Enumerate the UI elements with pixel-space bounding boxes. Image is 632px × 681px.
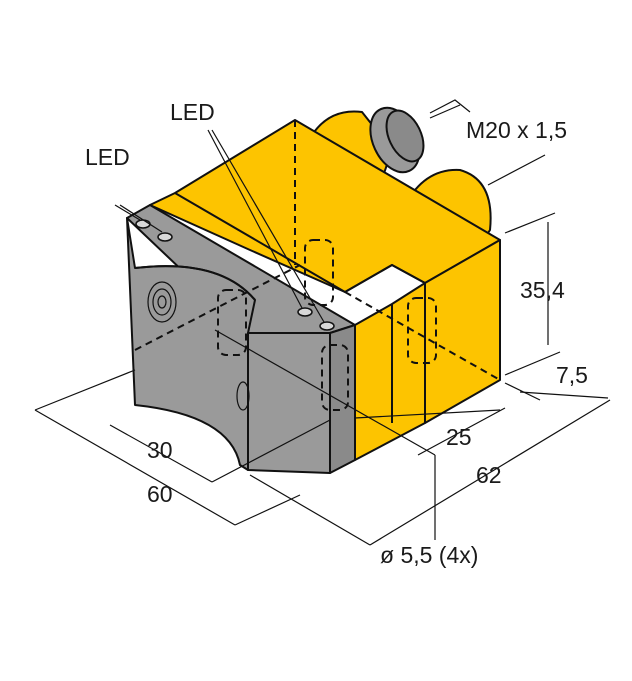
label-depth-62: 62 — [476, 462, 502, 488]
label-height: 35,4 — [520, 277, 565, 303]
label-width-30: 30 — [147, 437, 173, 463]
led-4 — [319, 321, 335, 331]
led-3 — [297, 307, 313, 317]
label-depth-25: 25 — [446, 424, 472, 450]
dimension-lines — [34, 99, 611, 546]
mount-front-face — [247, 332, 331, 474]
label-thread: M20 x 1,5 — [466, 117, 567, 143]
label-led-left: LED — [85, 144, 130, 170]
housing-front-face — [354, 282, 426, 461]
label-offset: 7,5 — [556, 362, 588, 388]
led-1 — [135, 219, 151, 229]
mount-side-face — [329, 324, 356, 474]
label-led-center: LED — [170, 99, 215, 125]
sensing-face-icon — [147, 281, 177, 323]
label-width-60: 60 — [147, 481, 173, 507]
led-2 — [157, 232, 173, 242]
label-hole: ø 5,5 (4x) — [380, 542, 478, 568]
